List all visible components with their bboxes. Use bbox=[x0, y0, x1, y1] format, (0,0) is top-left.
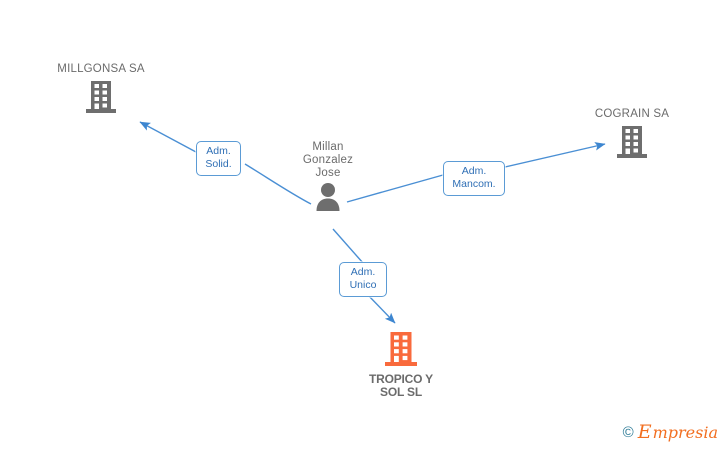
node-tropico[interactable]: TROPICO Y SOL SL bbox=[331, 331, 471, 399]
building-icon[interactable] bbox=[31, 76, 171, 114]
node-cograin-label: COGRAIN SA bbox=[594, 108, 670, 120]
edge-label-adm-unico[interactable]: Adm. Unico bbox=[339, 262, 387, 297]
node-tropico-label: TROPICO Y SOL SL bbox=[369, 372, 433, 399]
person-name-label: Millan Gonzalez Jose bbox=[302, 141, 354, 179]
edge-label-adm-solid[interactable]: Adm. Solid. bbox=[196, 141, 241, 176]
person-icon[interactable] bbox=[258, 180, 398, 212]
edge-line-cograin-upper bbox=[504, 142, 606, 168]
edge-line-tropico-lower bbox=[365, 292, 396, 324]
node-millgonsa[interactable]: MILLGONSA SA bbox=[31, 63, 171, 114]
node-millgonsa-label: MILLGONSA SA bbox=[57, 63, 145, 75]
edge-label-adm-mancom[interactable]: Adm. Mancom. bbox=[443, 161, 505, 196]
brand-name: mpresia bbox=[652, 423, 718, 442]
copyright-icon: © bbox=[622, 424, 634, 441]
edge-line-millgonsa-upper bbox=[139, 121, 197, 153]
brand-initial: E bbox=[637, 421, 652, 443]
watermark: © E mpresia bbox=[622, 421, 718, 443]
edge-line-tropico-upper bbox=[332, 228, 364, 264]
node-person[interactable]: Millan Gonzalez Jose bbox=[258, 141, 398, 212]
building-icon[interactable] bbox=[331, 331, 471, 367]
edge-line-cograin-lower bbox=[346, 174, 444, 203]
building-icon[interactable] bbox=[562, 121, 702, 159]
edge-line-millgonsa-lower bbox=[244, 163, 312, 205]
node-cograin[interactable]: COGRAIN SA bbox=[562, 108, 702, 159]
